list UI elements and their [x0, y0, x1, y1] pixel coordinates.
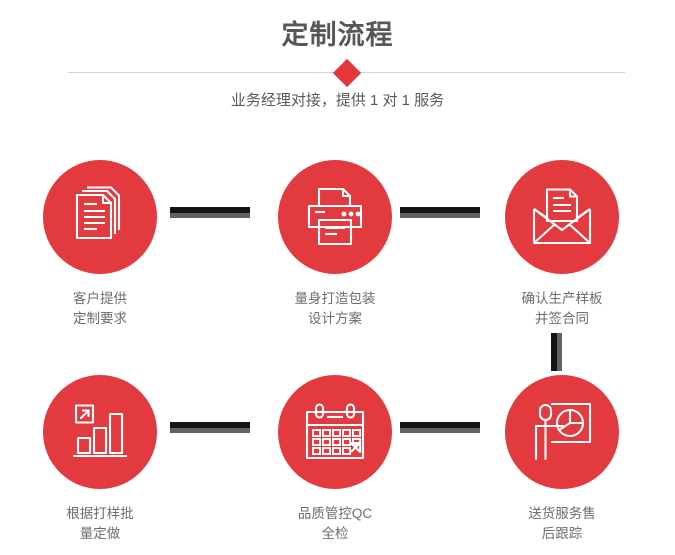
flow-step-label: 品质管控QC 全检 — [297, 506, 373, 541]
connector-row2-a-b — [170, 422, 250, 433]
connector-bar-light — [400, 213, 480, 218]
page-header: 定制流程 业务经理对接，提供 1 对 1 服务 — [0, 0, 675, 130]
title-divider — [68, 58, 625, 88]
connector-bar-dark — [551, 333, 557, 371]
connector-row1-a-b — [170, 207, 250, 218]
connector-bar-light — [170, 213, 250, 218]
envelope-document-icon — [505, 160, 619, 274]
flow-step-delivery-aftersales[interactable]: 送货服务售 后跟踪 — [467, 365, 657, 544]
flow-step-label: 根据打样批 量定做 — [66, 506, 134, 541]
connector-bar-dark — [170, 422, 250, 428]
connector-row2-b-c — [400, 422, 480, 433]
diamond-marker-icon — [332, 58, 361, 88]
page-title: 定制流程 — [281, 20, 394, 50]
flow-row-2: 根据打样批 量定做 — [0, 365, 675, 555]
printer-icon — [278, 160, 392, 274]
flow-step-sample-contract[interactable]: 确认生产样板 并签合同 — [467, 150, 657, 329]
flow-step-customer-requirements[interactable]: 客户提供 定制要求 — [5, 150, 195, 329]
connector-bar-light — [170, 428, 250, 433]
connector-bar-dark — [400, 207, 480, 213]
flow-step-label: 量身打造包装 设计方案 — [294, 291, 376, 326]
flow-step-bulk-production[interactable]: 根据打样批 量定做 — [5, 365, 195, 544]
documents-stack-icon — [43, 160, 157, 274]
flow-step-package-design[interactable]: 量身打造包装 设计方案 — [240, 150, 430, 329]
flow-step-label: 确认生产样板 并签合同 — [521, 291, 603, 326]
flow-step-quality-control[interactable]: 品质管控QC 全检 — [240, 365, 430, 544]
connector-bar-dark — [170, 207, 250, 213]
presenter-pie-chart-icon — [505, 375, 619, 489]
flow-step-label: 客户提供 定制要求 — [73, 291, 127, 326]
connector-bar-dark — [400, 422, 480, 428]
process-flow: 客户提供 定制要求 — [0, 150, 675, 550]
connector-row1-b-c — [400, 207, 480, 218]
connector-bar-light — [400, 428, 480, 433]
connector-row1-to-row2 — [551, 333, 562, 371]
flow-row-1: 客户提供 定制要求 — [0, 150, 675, 371]
connector-bar-light — [557, 333, 562, 371]
bar-chart-growth-icon — [43, 375, 157, 489]
flow-step-label: 送货服务售 后跟踪 — [528, 506, 596, 541]
calendar-icon — [278, 375, 392, 489]
page-subtitle: 业务经理对接，提供 1 对 1 服务 — [230, 92, 445, 109]
